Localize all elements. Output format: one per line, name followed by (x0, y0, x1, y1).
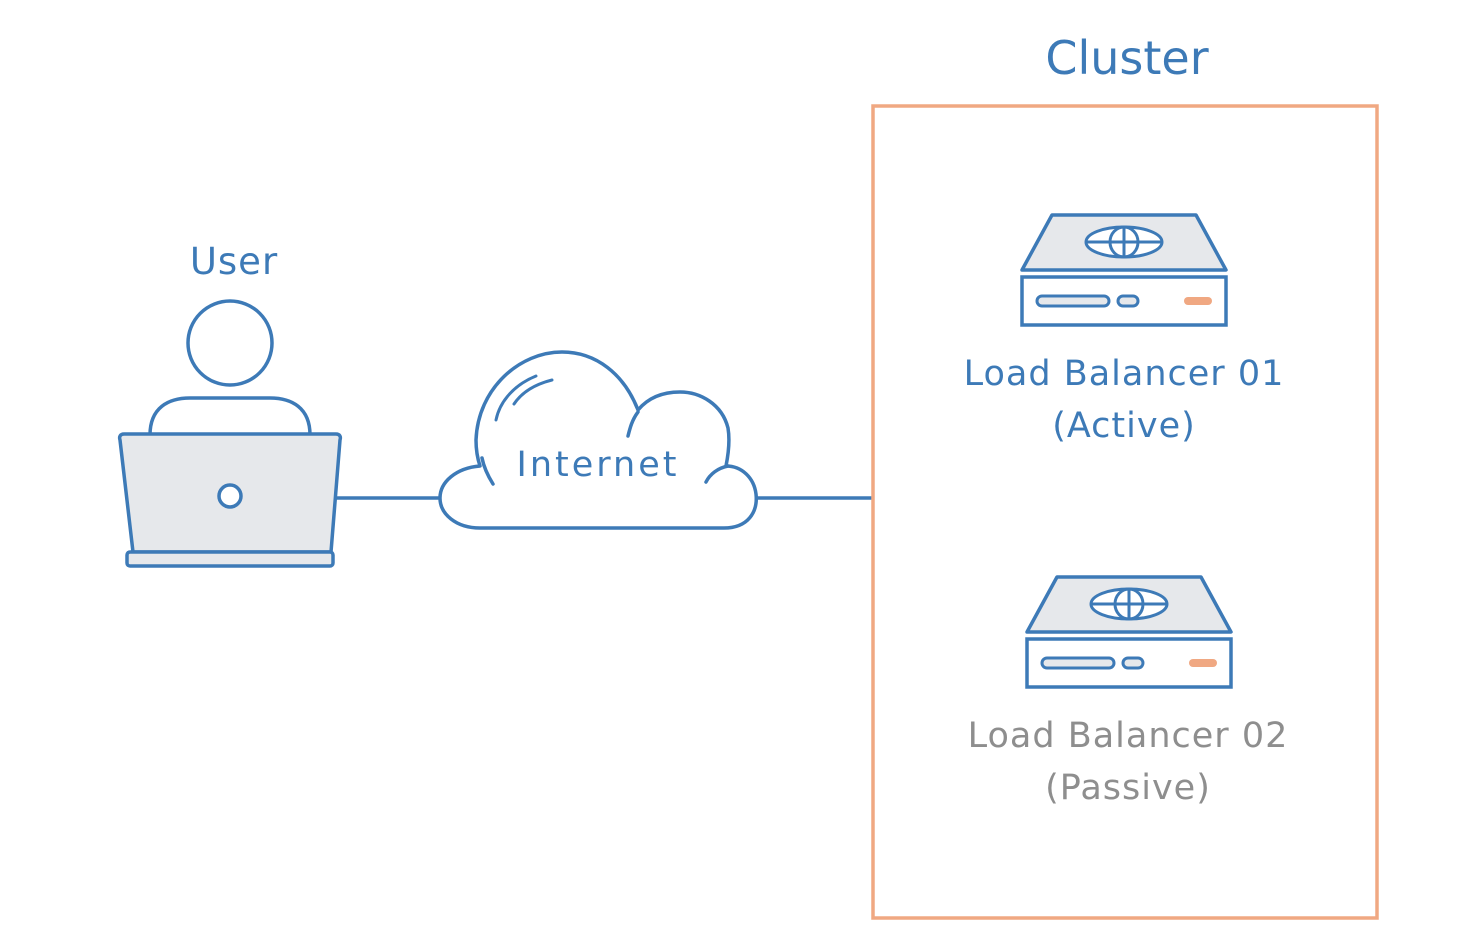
user-label: User (190, 240, 278, 283)
internet-label: Internet (517, 445, 680, 485)
status-led-icon (1184, 297, 1212, 305)
load-balancer-01-device-icon (1020, 213, 1228, 327)
status-led-icon (1189, 659, 1217, 667)
load-balancer-01-label-line1: Load Balancer 01 (964, 354, 1285, 394)
user-with-laptop-icon (117, 299, 343, 568)
load-balancer-02-label-line2: (Passive) (1045, 768, 1211, 808)
cluster-title: Cluster (1045, 31, 1208, 85)
load-balancer-01-label-line2: (Active) (1052, 406, 1196, 446)
load-balancer-02-label-line1: Load Balancer 02 (968, 716, 1289, 756)
cluster-box (871, 104, 1379, 920)
globe-icon (1089, 587, 1169, 621)
load-balancer-02-device-icon (1025, 575, 1233, 689)
cloud-icon (438, 350, 758, 530)
globe-icon (1084, 225, 1164, 259)
